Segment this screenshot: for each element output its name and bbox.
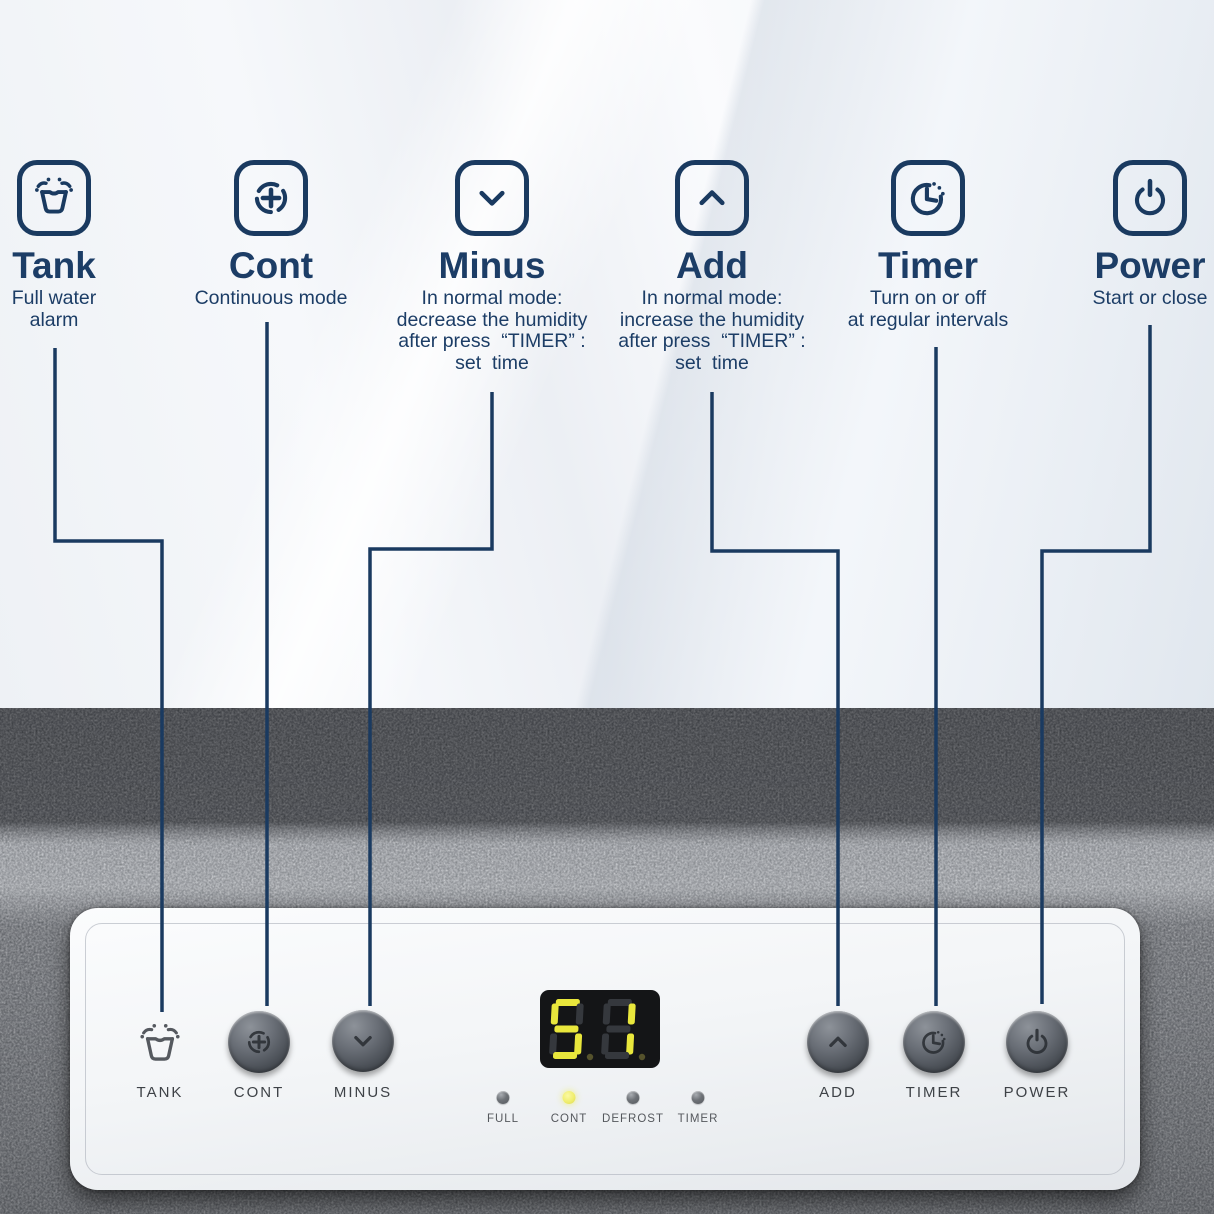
tank-label: TANK <box>136 1084 184 1101</box>
timer-indicator-label: TIMER <box>677 1113 719 1125</box>
desc-line: Turn on or off <box>870 287 986 309</box>
timer-button[interactable] <box>903 1011 965 1073</box>
minus-label: MINUS <box>333 1084 393 1101</box>
chevron-down-icon <box>455 160 529 236</box>
desc-line: after press “TIMER” : <box>398 330 586 352</box>
feature-cont: Cont Continuous mode <box>136 160 406 310</box>
feature-title: Minus <box>438 245 546 286</box>
humidity-display <box>540 990 660 1068</box>
decimal-dot <box>586 1053 594 1061</box>
feature-title: Cont <box>228 245 314 286</box>
feature-timer: Timer Turn on or off at regular interval… <box>793 160 1063 331</box>
desc-line: Full water <box>11 287 97 309</box>
defrost-indicator-label: DEFROST <box>602 1113 664 1125</box>
desc-line: alarm <box>29 308 79 331</box>
feature-minus: Minus In normal mode: decrease the humid… <box>357 160 627 374</box>
cont-indicator-label: CONT <box>550 1113 588 1125</box>
desc-line: decrease the humidity <box>396 308 588 331</box>
desc-line: set time <box>455 351 529 374</box>
feature-title: Add <box>676 245 748 286</box>
tank-indicator-icon <box>133 1018 187 1077</box>
desc-line: In normal mode: <box>641 287 783 309</box>
desc-line: Continuous mode <box>194 287 348 309</box>
feature-description: Continuous mode <box>136 287 406 310</box>
fan-icon <box>234 160 308 236</box>
panel-bezel <box>85 923 1125 1175</box>
full-indicator-label: FULL <box>486 1113 520 1125</box>
power-icon <box>1113 160 1187 236</box>
full-indicator-light <box>496 1091 510 1104</box>
desc-line: at regular intervals <box>847 308 1009 331</box>
feature-description: Full water alarm <box>0 287 189 331</box>
water-tank-icon <box>17 160 91 236</box>
feature-title: Tank <box>12 245 96 286</box>
timer-label: TIMER <box>905 1084 963 1101</box>
timer-indicator-light <box>691 1091 705 1104</box>
feature-description: In normal mode: decrease the humidity af… <box>357 287 627 374</box>
desc-line: In normal mode: <box>421 287 563 309</box>
feature-title: Power <box>1094 245 1206 286</box>
feature-description: Start or close <box>1015 287 1214 310</box>
decimal-dot <box>638 1053 646 1061</box>
add-label: ADD <box>819 1084 857 1101</box>
control-panel: TANK CONT MINUS <box>70 908 1140 1190</box>
chevron-up-icon <box>675 160 749 236</box>
desc-line: Start or close <box>1092 287 1208 309</box>
power-label: POWER <box>1003 1084 1071 1101</box>
feature-description: In normal mode: increase the humidity af… <box>577 287 847 374</box>
cont-indicator-light <box>562 1091 576 1104</box>
desc-line: after press “TIMER” : <box>618 330 806 352</box>
light-background <box>0 0 1214 708</box>
feature-add: Add In normal mode: increase the humidit… <box>577 160 847 374</box>
cont-label: CONT <box>233 1084 285 1101</box>
power-button[interactable] <box>1006 1011 1068 1073</box>
feature-power: Power Start or close <box>1015 160 1214 310</box>
feature-description: Turn on or off at regular intervals <box>793 287 1063 331</box>
feature-title: Timer <box>877 245 979 286</box>
desc-line: increase the humidity <box>619 308 805 331</box>
timer-clock-icon <box>891 160 965 236</box>
desc-line: set time <box>675 351 749 374</box>
minus-button[interactable] <box>332 1010 394 1072</box>
cont-button[interactable] <box>228 1011 290 1073</box>
feature-tank: Tank Full water alarm <box>0 160 189 331</box>
add-button[interactable] <box>807 1011 869 1073</box>
defrost-indicator-light <box>626 1091 640 1104</box>
